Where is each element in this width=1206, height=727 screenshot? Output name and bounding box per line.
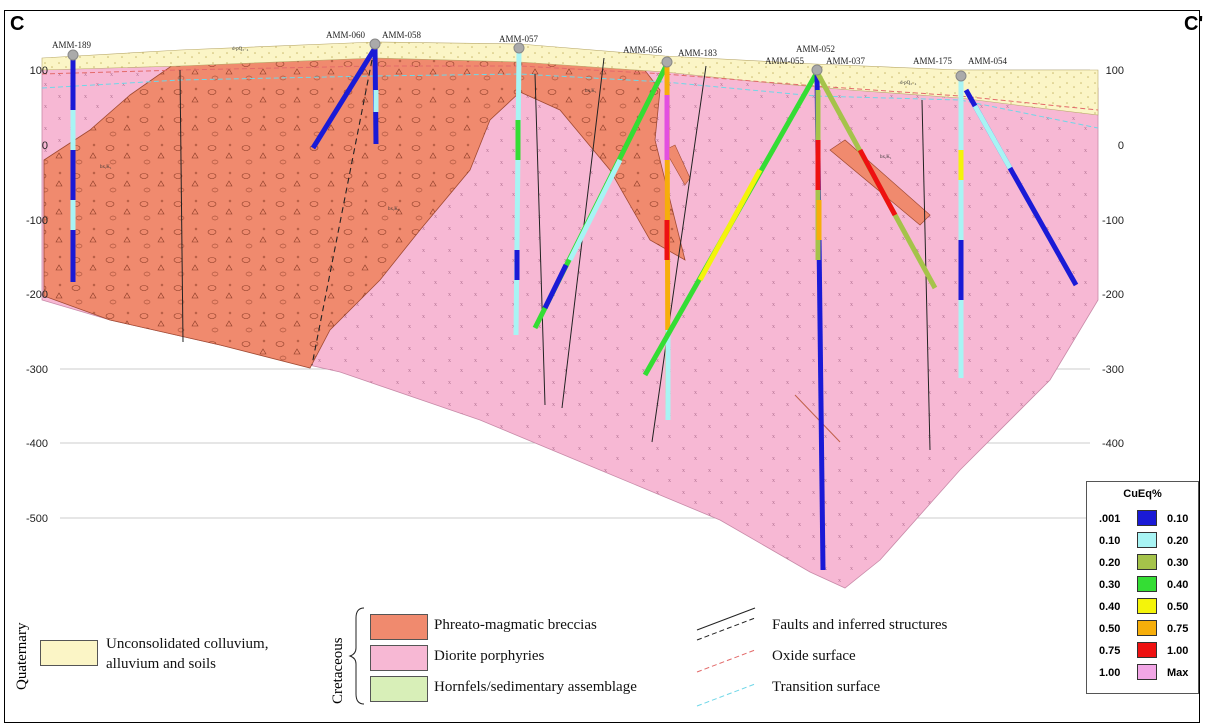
legend-line-samples: [696, 607, 756, 707]
section-start-label: C: [10, 13, 25, 35]
cretaceous-brace: [348, 607, 365, 705]
cueq-legend-row: 0.20 0.30: [1087, 554, 1198, 574]
cueq-legend-row: 0.75 1.00: [1087, 642, 1198, 662]
cueq-color-swatch: [1137, 554, 1157, 570]
diorite-swatch: [370, 645, 428, 671]
elevation-labels-right: 100 0 -100 -200 -300 -400: [1102, 65, 1124, 450]
unit-label: d-pQ₃₋₄: [232, 47, 249, 52]
transition-surface-line: [41, 73, 1099, 129]
drillhole-label: AMM-175: [913, 56, 953, 66]
fault-lines: [179, 57, 931, 451]
drillhole-label: AMM-056: [623, 45, 663, 55]
drillhole-collars: [67, 38, 967, 82]
oxide-surface-line: [41, 65, 1099, 111]
drillhole-label: AMM-060: [326, 30, 366, 40]
cretaceous-label: Cretaceous: [330, 637, 346, 704]
cueq-color-swatch: [1137, 620, 1157, 636]
figure-frame: [4, 10, 1200, 723]
cueq-legend-row: 0.50 0.75: [1087, 620, 1198, 640]
unit-labels: bx,K₁ bx,K₁ bx,K₁ bx,K₁ d-pQ₃₋₄ d-pQ₃₋₄: [100, 47, 917, 212]
breccia-pattern: [44, 50, 685, 368]
elevation-label: -500: [26, 513, 48, 525]
elevation-label: -100: [1102, 215, 1124, 227]
elevation-label: -300: [1102, 364, 1124, 376]
cueq-legend-row: .001 0.10: [1087, 510, 1198, 530]
breccia-legend-text: Phreato-magmatic breccias: [434, 617, 597, 633]
cueq-high-value: Max: [1167, 667, 1189, 679]
elevation-label: 0: [1118, 140, 1124, 152]
cueq-low-value: 0.30: [1099, 579, 1121, 591]
cueq-low-value: .001: [1099, 513, 1121, 525]
drillhole-amm-057-trace: [513, 51, 522, 336]
colluvium-pattern: [42, 42, 1098, 115]
elevation-label: -100: [26, 215, 48, 227]
cueq-color-swatch: [1137, 642, 1157, 658]
cueq-legend-row: 0.40 0.50: [1087, 598, 1198, 618]
cueq-high-value: 0.20: [1167, 535, 1189, 547]
faults-legend-text: Faults and inferred structures: [772, 617, 948, 633]
cueq-high-value: 0.30: [1167, 557, 1189, 569]
elevation-label: -300: [26, 364, 48, 376]
cueq-high-value: 0.75: [1167, 623, 1189, 635]
unit-label: bx,K₁: [388, 207, 400, 212]
cueq-color-swatch: [1137, 576, 1157, 592]
drillhole-label: AMM-054: [968, 56, 1008, 66]
elevation-label: -400: [26, 438, 48, 450]
drillhole-label: AMM-037: [826, 56, 866, 66]
cueq-color-swatch: [1137, 532, 1157, 548]
drillhole-label: AMM-055: [765, 56, 805, 66]
colluvium-legend-text-2: alluvium and soils: [106, 656, 216, 672]
cueq-high-value: 0.10: [1167, 513, 1189, 525]
cueq-low-value: 0.75: [1099, 645, 1121, 657]
elevation-label: 0: [42, 140, 48, 152]
cueq-high-value: 0.40: [1167, 579, 1189, 591]
cueq-low-value: 0.40: [1099, 601, 1121, 613]
cueq-high-value: 0.50: [1167, 601, 1189, 613]
oxide-legend-text: Oxide surface: [772, 648, 856, 664]
drillhole-labels: AMM-189 AMM-060 AMM-058 AMM-057 AMM-056 …: [52, 30, 1008, 66]
hornfels-swatch: [370, 676, 428, 702]
cueq-color-swatch: [1137, 664, 1157, 680]
cueq-legend-title: CuEq%: [1123, 488, 1162, 500]
inferred-structure-line: [311, 59, 373, 366]
transition-legend-text: Transition surface: [772, 679, 881, 695]
cueq-low-value: 0.10: [1099, 535, 1121, 547]
breccia-swatch: [370, 614, 428, 640]
cueq-high-value: 1.00: [1167, 645, 1189, 657]
drillhole-label: AMM-189: [52, 40, 92, 50]
elevation-label: -200: [1102, 289, 1124, 301]
drillhole-label: AMM-058: [382, 30, 422, 40]
elevation-labels-left: 100 0 -100 -200 -300 -400 -500: [26, 65, 48, 525]
elevation-label: 100: [1106, 65, 1124, 77]
cueq-low-value: 1.00: [1099, 667, 1121, 679]
colluvium-swatch: [40, 640, 98, 666]
unit-label: bx,K₁: [880, 155, 892, 160]
unit-label: bx,K₁: [585, 89, 597, 94]
unit-label: bx,K₁: [100, 165, 112, 170]
drillhole-amm-060-trace: [310, 46, 378, 150]
hornfels-legend-text: Hornfels/sedimentary assemblage: [434, 679, 637, 695]
cueq-legend-row: 1.00 Max: [1087, 664, 1198, 684]
section-end-label: C': [1184, 13, 1204, 35]
cueq-legend-row: 0.10 0.20: [1087, 532, 1198, 552]
elevation-label: -200: [26, 289, 48, 301]
elevation-label: -400: [1102, 438, 1124, 450]
unit-label: d-pQ₃₋₄: [900, 81, 917, 86]
drillhole-label: AMM-183: [678, 48, 718, 58]
cueq-color-swatch: [1137, 510, 1157, 526]
colluvium-legend-text-1: Unconsolidated colluvium,: [106, 636, 269, 652]
drillhole-label: AMM-052: [796, 44, 835, 54]
drillhole-label: AMM-057: [499, 34, 539, 44]
cueq-low-value: 0.50: [1099, 623, 1121, 635]
elevation-label: 100: [30, 65, 48, 77]
diorite-legend-text: Diorite porphyries: [434, 648, 545, 664]
quaternary-label: Quaternary: [14, 622, 30, 690]
cueq-color-swatch: [1137, 598, 1157, 614]
drillhole-traces: [70, 46, 1079, 571]
cueq-legend-row: 0.30 0.40: [1087, 576, 1198, 596]
cueq-low-value: 0.20: [1099, 557, 1121, 569]
